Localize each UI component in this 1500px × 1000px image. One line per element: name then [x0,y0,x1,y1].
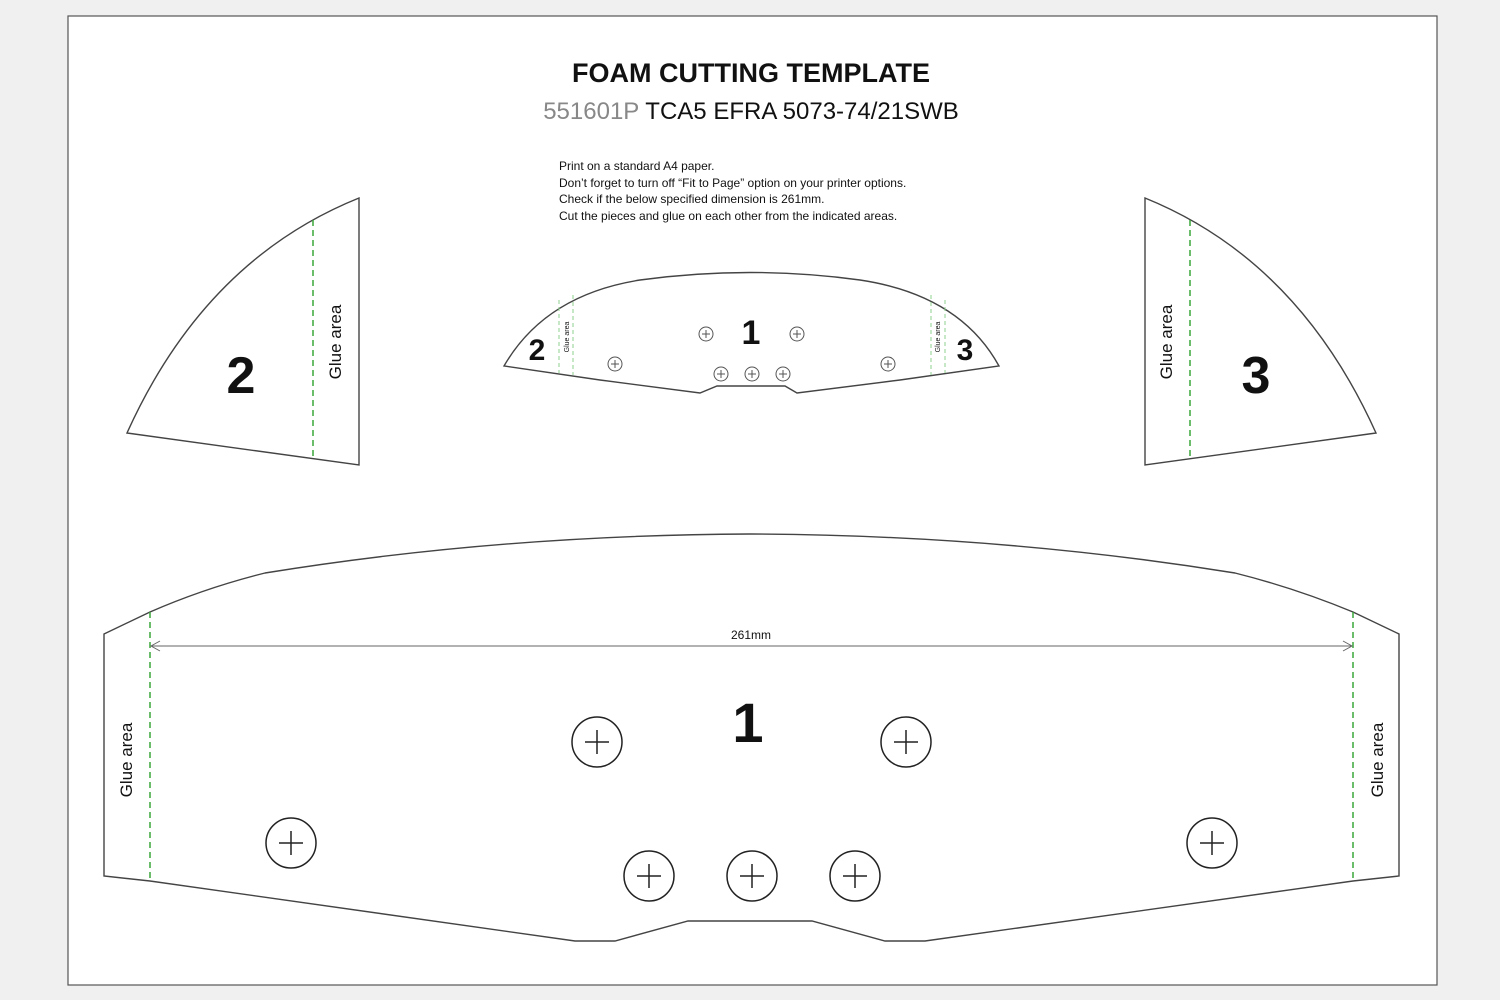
screw-hole-icon [698,326,714,342]
glue-area-label: Glue area [1157,304,1176,379]
glue-area-label: Glue area [326,304,345,379]
piece-number: 2 [227,347,256,405]
instruction-line: Print on a standard A4 paper. [559,159,714,173]
instruction-line: Check if the below specified dimension i… [559,192,824,206]
screw-hole-icon [726,850,778,902]
dimension-line: 261mm [149,628,1354,652]
piece-1: Glue area Glue area 261mm 1 [103,533,1400,942]
instruction-line: Don’t forget to turn off “Fit to Page” o… [559,176,906,190]
instructions: Print on a standard A4 paper. Don’t forg… [559,159,906,223]
screw-hole-icon [829,850,881,902]
dimension-label: 261mm [731,628,771,642]
instruction-line: Cut the pieces and glue on each other fr… [559,209,897,223]
screw-hole-icon [1186,817,1238,869]
screw-hole-icon [623,850,675,902]
piece-2: Glue area 2 [125,196,360,466]
screw-hole-icon [775,366,791,382]
glue-area-label: Glue area [935,322,942,353]
screw-hole-icons [607,326,896,382]
screw-hole-icons [265,716,1238,902]
screw-hole-icon [607,356,623,372]
screw-hole-icon [265,817,317,869]
screw-hole-icon [880,716,932,768]
piece-number: 3 [957,334,974,367]
screw-hole-icon [713,366,729,382]
model-name: TCA5 EFRA 5073-74/21SWB [645,98,958,125]
part-code: 551601P [543,98,639,125]
piece-number: 2 [529,334,546,367]
piece-3: Glue area 3 [1144,196,1378,466]
piece-number: 1 [732,691,763,754]
screw-hole-icon [744,366,760,382]
screw-hole-icon [789,326,805,342]
glue-area-label: Glue area [1368,722,1387,797]
glue-area-label: Glue area [117,722,136,797]
screw-hole-icon [880,356,896,372]
screw-hole-icon [571,716,623,768]
piece-number: 3 [1242,347,1271,405]
piece-number: 1 [742,314,761,352]
glue-area-label: Glue area [564,322,571,353]
assembly-preview: Glue area Glue area 2 3 1 [502,271,1001,394]
page-title: FOAM CUTTING TEMPLATE [572,58,930,88]
